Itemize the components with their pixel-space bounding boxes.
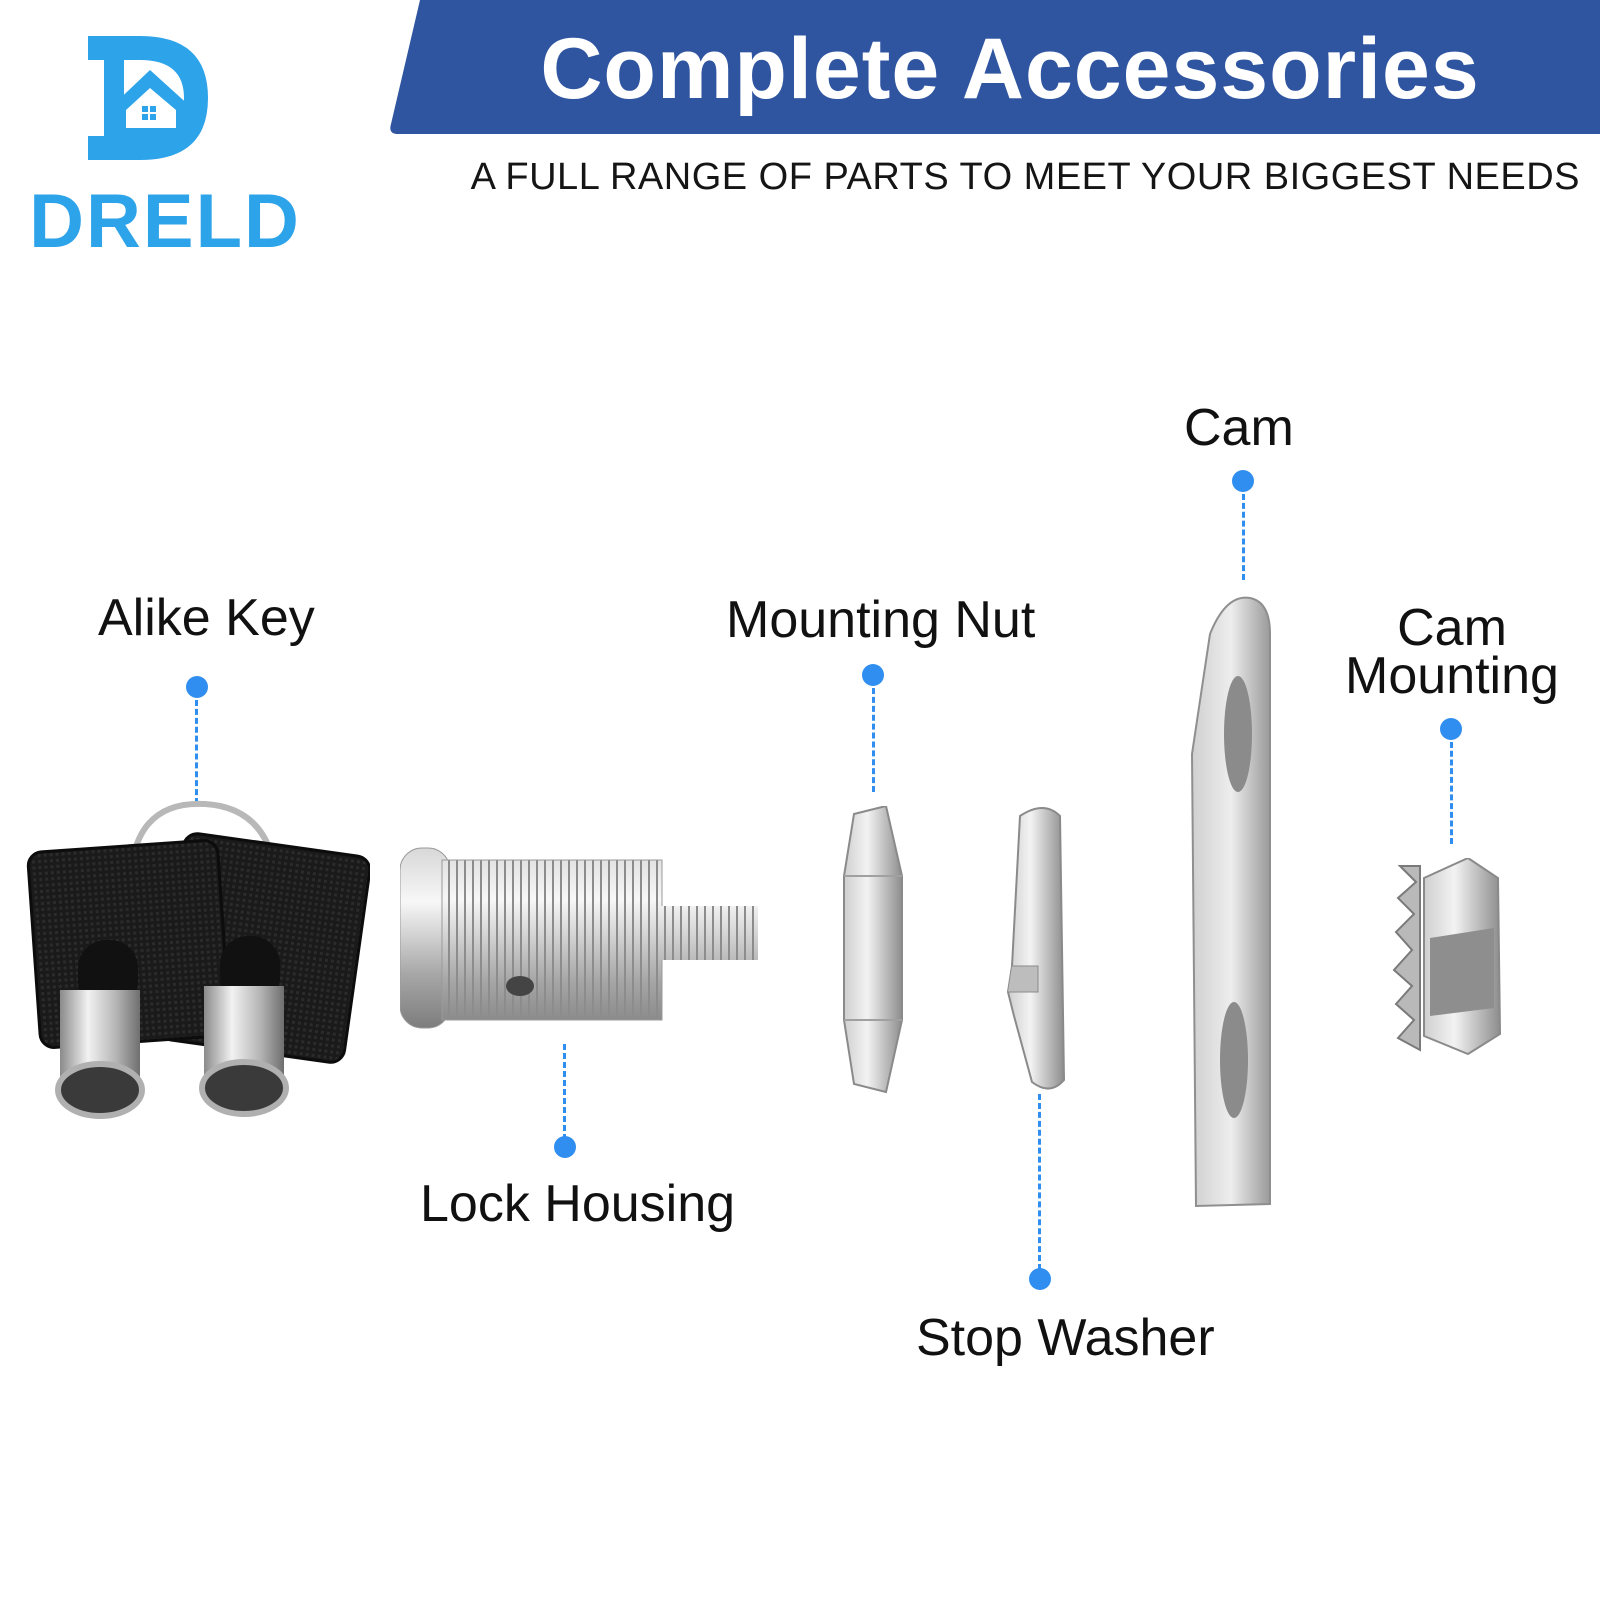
callout-dot-lock-housing	[554, 1136, 576, 1158]
lock-nut-icon	[1392, 858, 1502, 1056]
leader-line-stop-washer	[1038, 1094, 1041, 1270]
callout-dot-cam	[1232, 470, 1254, 492]
label-lock-housing: Lock Housing	[420, 1175, 736, 1233]
page-title: Complete Accessories	[540, 21, 1480, 117]
label-mounting-nut: Mounting Nut	[726, 591, 1036, 649]
cam-plate-icon	[1190, 596, 1271, 1208]
leader-line-mounting-nut	[872, 688, 875, 792]
callout-dot-stop-washer	[1029, 1268, 1051, 1290]
leader-line-cam	[1242, 494, 1245, 580]
label-alike-key: Alike Key	[98, 589, 315, 647]
brand-logo: DRELD	[10, 18, 310, 264]
callout-dot-alike-key	[186, 676, 208, 698]
hex-nut-icon	[843, 806, 903, 1094]
label-stop-washer: Stop Washer	[916, 1309, 1215, 1367]
header-banner: Complete Accessories	[0, 0, 1600, 134]
label-cam-mounting: Cam Mounting	[1345, 599, 1559, 705]
washer-icon	[1006, 807, 1066, 1090]
leader-line-cam-mounting	[1450, 742, 1453, 844]
leader-line-alike-key	[195, 700, 198, 804]
leader-line-lock-housing	[563, 1044, 566, 1140]
callout-dot-cam-mounting	[1440, 718, 1462, 740]
page-subtitle: A FULL RANGE OF PARTS TO MEET YOUR BIGGE…	[470, 156, 1580, 198]
lock-cylinder-icon	[400, 847, 758, 1029]
label-cam: Cam	[1184, 399, 1294, 457]
callout-dot-mounting-nut	[862, 664, 884, 686]
house-d-logo-icon	[88, 36, 208, 160]
banner-shape	[390, 0, 1600, 134]
key-pair-icon	[26, 800, 370, 1119]
brand-name: DRELD	[29, 179, 301, 264]
